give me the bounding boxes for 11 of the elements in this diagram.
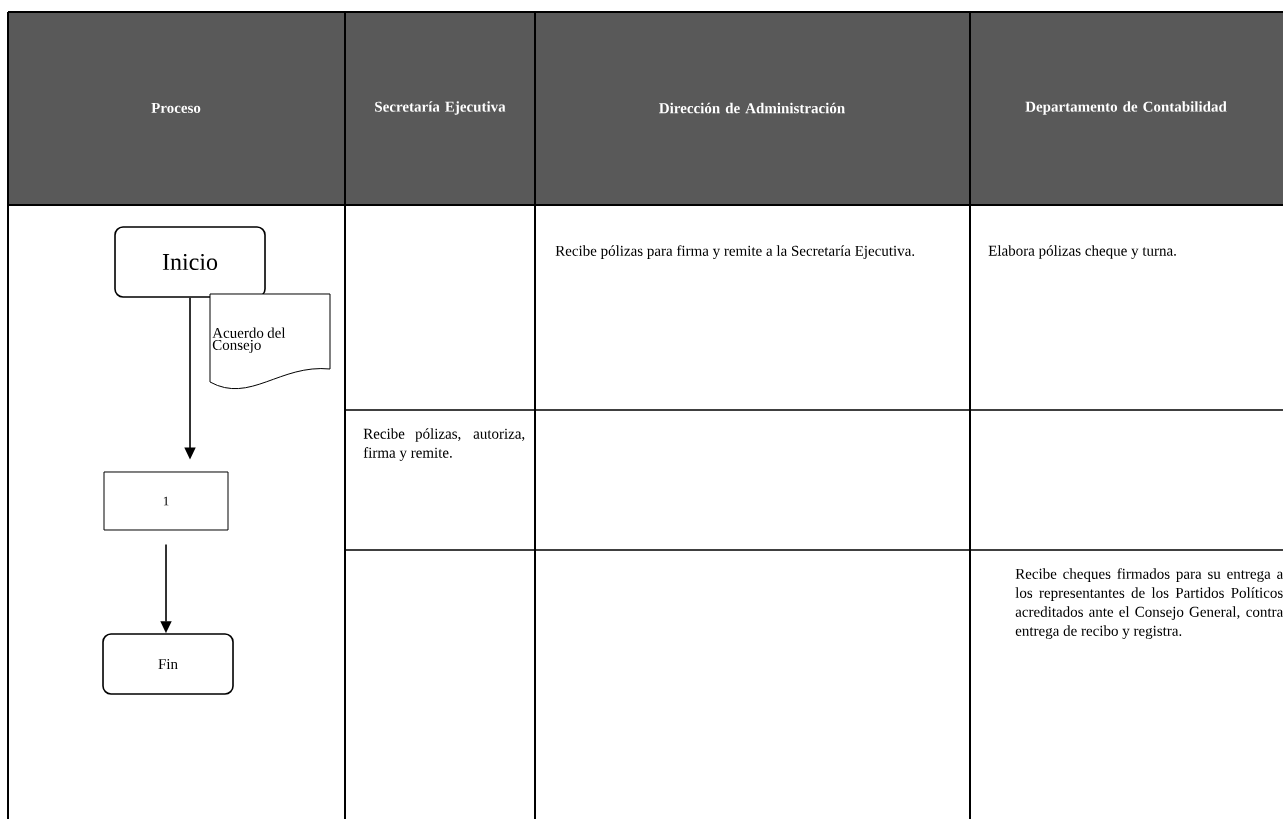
cell-text: Recibe cheques firmados para su entrega a los representantes de los Partidos Políticos acreditados ante el Consejo General, contra entrega de recibo y registra.: [1015, 568, 1283, 639]
terminal-box: Inicio: [114, 226, 266, 298]
column-header: Proceso: [151, 103, 201, 113]
terminal-box: Fin: [102, 633, 234, 695]
cell-text: Recibe pólizas, autoriza, firma y remite.: [363, 428, 525, 461]
column-header: Departamento de Contabilidad: [1025, 101, 1227, 115]
column-header: Secretaría Ejecutiva: [375, 101, 506, 115]
cell-text: Recibe pólizas para firma y remite a la Secretaría Ejecutiva.: [555, 245, 915, 259]
column-header: Dirección de Administración: [659, 102, 845, 114]
process-box: 1: [103, 471, 229, 531]
cell-text: Elabora pólizas cheque y turna.: [988, 245, 1176, 259]
